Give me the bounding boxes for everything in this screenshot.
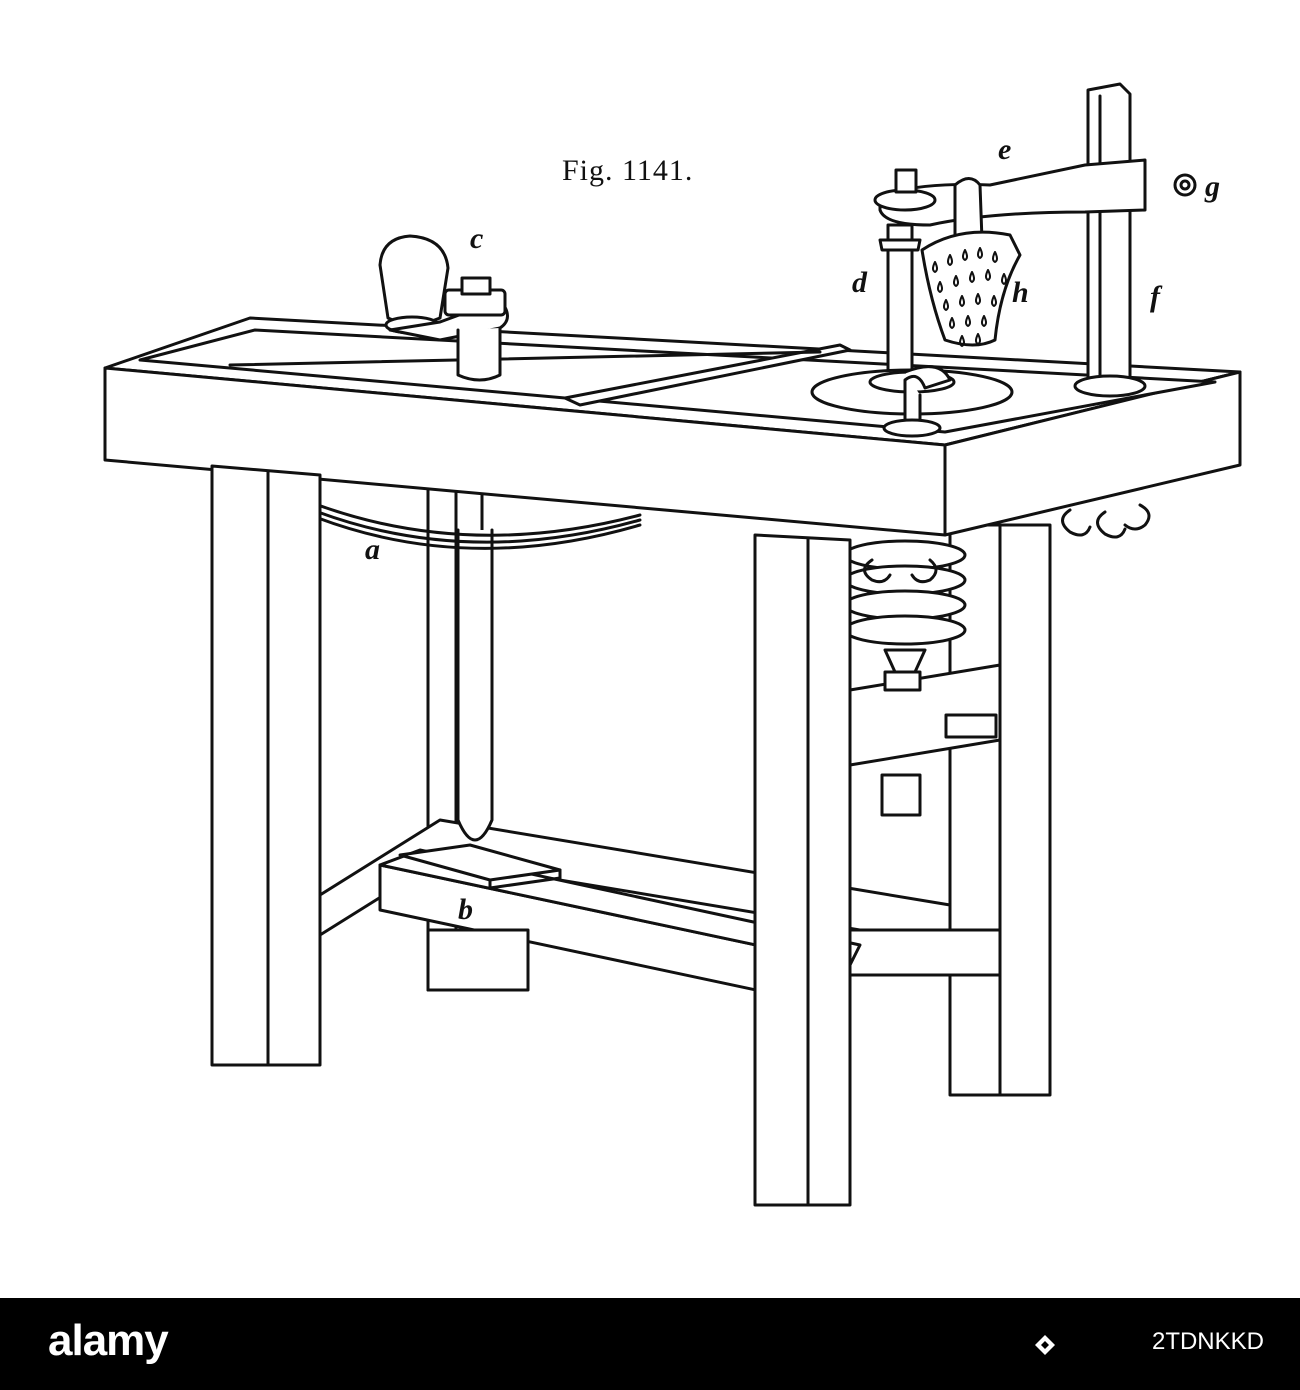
stock-watermark-bar: alamy 2TDNKKD — [0, 1298, 1300, 1390]
handle-c — [378, 234, 509, 382]
label-f: f — [1150, 280, 1160, 313]
lower-stretcher-right — [848, 928, 1002, 977]
brand-logo: alamy — [48, 1316, 169, 1365]
label-c: c — [470, 222, 484, 255]
back-leg-right — [948, 523, 1052, 1097]
label-a: a — [365, 533, 380, 566]
hooks — [863, 503, 1151, 584]
spindle-d — [878, 223, 922, 377]
cutter-h — [920, 177, 1022, 347]
front-leg-right — [753, 533, 852, 1207]
label-b: b — [458, 893, 473, 926]
treadle-plate — [398, 843, 562, 890]
workbench-drawing — [103, 82, 1242, 1207]
turntable-base — [810, 365, 1014, 438]
label-e: e — [998, 133, 1012, 166]
foot-block — [426, 928, 530, 992]
stock-image-id: 2TDNKKD — [1151, 1328, 1264, 1355]
label-h: h — [1012, 276, 1029, 309]
figure-caption: Fig. 1141. — [562, 154, 694, 187]
label-d: d — [852, 266, 867, 299]
brand-mark-icon — [1035, 1335, 1055, 1355]
wheel-a — [316, 503, 642, 550]
stand-f — [1073, 82, 1147, 398]
label-g: g — [1205, 170, 1220, 203]
perforations — [932, 247, 1007, 347]
arm-e — [873, 158, 1197, 227]
engraving-figure: Fig. 1141. a b c d e f g h — [103, 82, 1242, 1207]
spindle-rod — [456, 528, 494, 842]
front-leg-left — [210, 464, 322, 1067]
